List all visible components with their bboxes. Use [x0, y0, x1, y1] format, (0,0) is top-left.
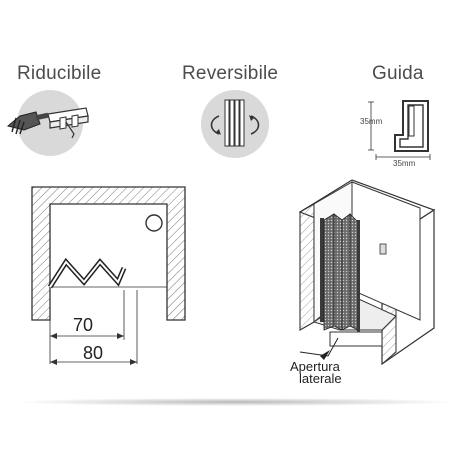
guide-profile-icon [368, 100, 431, 160]
opening-label-line2: laterale [299, 371, 342, 386]
feature-title-riducibile: Riducibile [17, 63, 102, 84]
bottom-shadow [18, 398, 452, 406]
feature-title-reversibile: Reversibile [182, 63, 279, 84]
guide-height-label: 35mm [360, 117, 383, 126]
feature-title-guida: Guida [372, 63, 424, 84]
guide-width-label: 35mm [393, 159, 416, 168]
reducible-icon [6, 90, 89, 156]
dimension-70-label: 70 [73, 315, 94, 335]
dimension-80-label: 80 [83, 343, 104, 363]
opening-label-line1: Apertura [290, 359, 340, 374]
reversible-icon [201, 90, 269, 158]
